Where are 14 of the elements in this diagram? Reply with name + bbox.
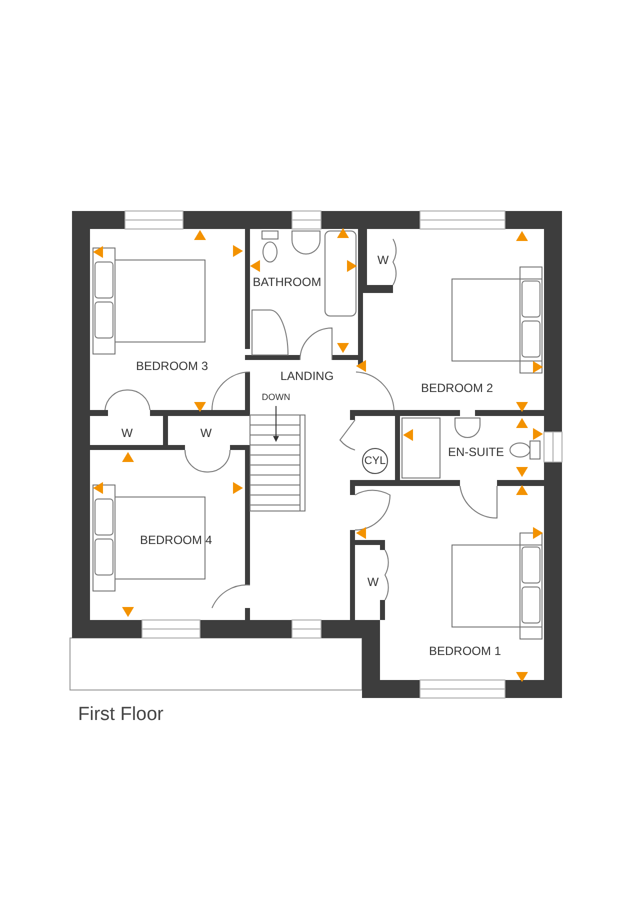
- room-label: LANDING: [280, 369, 334, 383]
- cylinder-circle: CYL: [362, 448, 388, 474]
- room-label: W: [367, 575, 379, 589]
- direction-label: DOWN: [262, 392, 290, 402]
- room-label: W: [200, 426, 212, 440]
- room-label: BEDROOM 2: [421, 381, 493, 395]
- room-label: BEDROOM 3: [136, 359, 208, 373]
- room-label: EN-SUITE: [448, 445, 504, 459]
- room-label: BATHROOM: [252, 275, 322, 289]
- room-label: W: [377, 253, 389, 267]
- room-label: BEDROOM 4: [140, 533, 212, 547]
- floor-caption: First Floor: [78, 704, 164, 726]
- room-label: W: [121, 426, 133, 440]
- room-label: BEDROOM 1: [429, 644, 501, 658]
